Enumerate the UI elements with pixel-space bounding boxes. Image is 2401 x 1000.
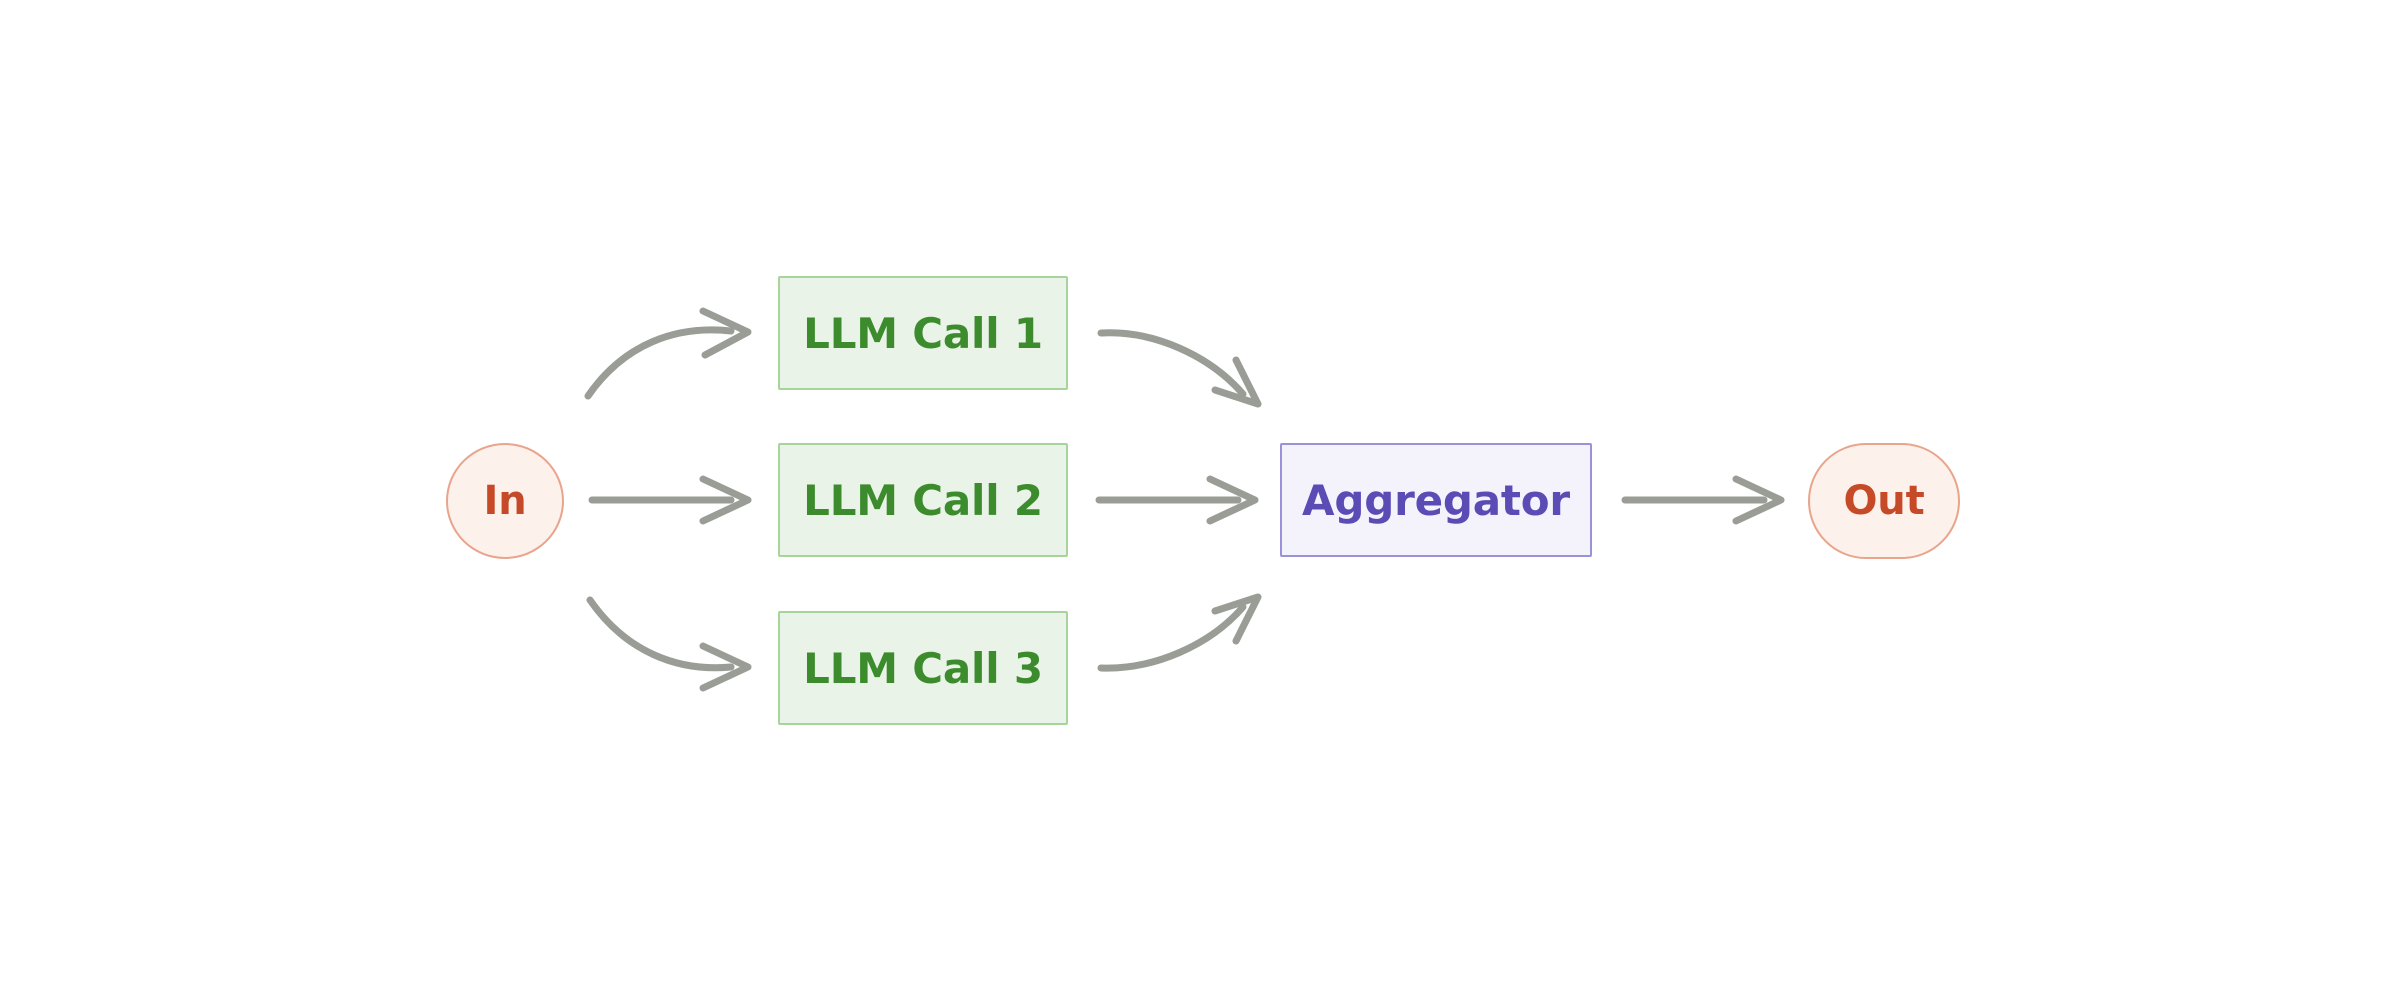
edge-in-to-llm-call-3 — [586, 596, 752, 692]
node-aggregator[interactable]: Aggregator — [1280, 443, 1592, 557]
edge-llm-call-3-to-aggregator — [1097, 593, 1262, 672]
node-llm-call-3-label: LLM Call 3 — [803, 643, 1043, 693]
node-input[interactable]: In — [446, 443, 564, 559]
edge-in-to-llm-call-1 — [584, 307, 752, 400]
node-output-label: Out — [1843, 478, 1925, 524]
edge-aggregator-to-output — [1621, 475, 1785, 525]
node-llm-call-1[interactable]: LLM Call 1 — [778, 276, 1068, 390]
node-llm-call-1-label: LLM Call 1 — [803, 308, 1043, 358]
node-aggregator-label: Aggregator — [1302, 475, 1570, 525]
node-llm-call-3[interactable]: LLM Call 3 — [778, 611, 1068, 725]
edge-in-to-llm-call-2 — [588, 475, 752, 525]
edge-llm-call-2-to-aggregator — [1095, 475, 1259, 525]
node-llm-call-2-label: LLM Call 2 — [803, 475, 1043, 525]
node-input-label: In — [483, 478, 527, 524]
node-llm-call-2[interactable]: LLM Call 2 — [778, 443, 1068, 557]
edge-llm-call-1-to-aggregator — [1097, 329, 1262, 408]
node-output[interactable]: Out — [1808, 443, 1960, 559]
